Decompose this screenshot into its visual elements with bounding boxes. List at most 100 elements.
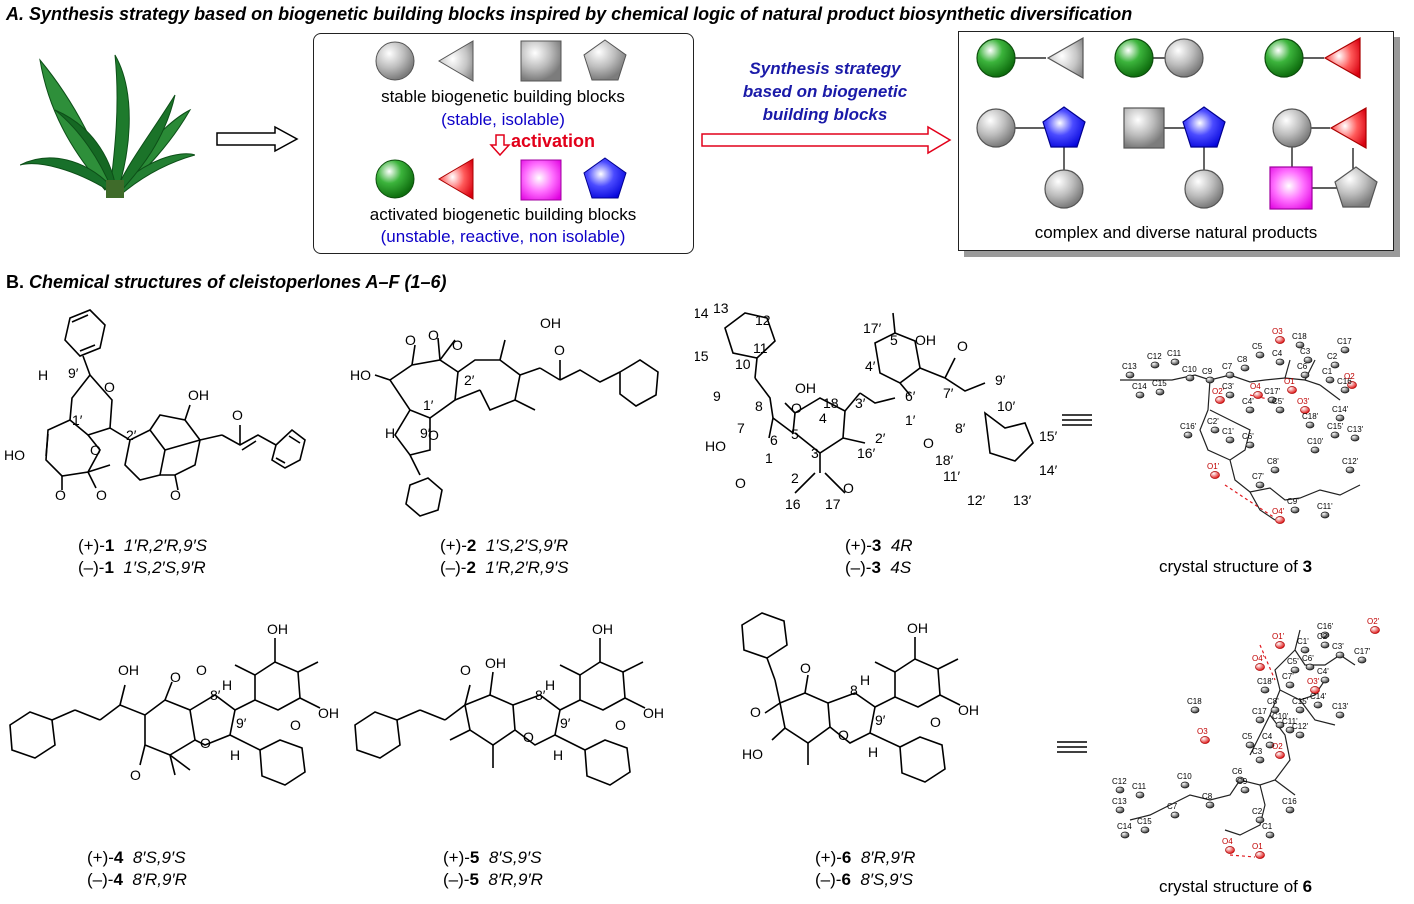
atom-ellipsoid xyxy=(1370,626,1380,634)
natural-products-box xyxy=(958,31,1394,251)
atom-label: C8' xyxy=(1267,697,1279,706)
atom-label: C16' xyxy=(1180,422,1197,431)
atom-ellipsoid xyxy=(1205,376,1215,384)
gray-sphere-icon xyxy=(375,41,415,81)
svg-text:O: O xyxy=(170,669,181,685)
svg-text:3: 3 xyxy=(811,445,819,461)
svg-text:O: O xyxy=(843,480,854,496)
atom-label: C15 xyxy=(1152,379,1167,388)
atom-ellipsoid xyxy=(1210,426,1220,434)
atom-label: C6' xyxy=(1242,432,1254,441)
svg-text:16′: 16′ xyxy=(857,445,876,461)
compound-3-structure: 13 14 12 15 11 10 9 8 7 HO 6 O 5 4 18 3 … xyxy=(695,300,1058,512)
gray-triangle-icon xyxy=(438,40,474,82)
atom-label: C3 xyxy=(1252,747,1263,756)
atom-label: C14 xyxy=(1132,382,1147,391)
atom-ellipsoid xyxy=(1215,396,1225,404)
atom-label: O1' xyxy=(1272,632,1285,641)
svg-text:1′: 1′ xyxy=(905,412,916,428)
svg-text:H: H xyxy=(385,425,395,441)
compound-4-structure: OH O O O 8′ 9′ H H OH OH O O xyxy=(9,621,339,786)
atom-label: C11 xyxy=(1132,782,1147,791)
svg-text:15: 15 xyxy=(695,348,709,364)
activation-arrow-icon xyxy=(489,134,511,157)
svg-text:12: 12 xyxy=(755,312,771,328)
svg-text:14′: 14′ xyxy=(1039,462,1058,478)
svg-text:7: 7 xyxy=(737,420,745,436)
atom-ellipsoid xyxy=(1285,806,1295,814)
svg-text:O: O xyxy=(290,717,301,733)
atom-ellipsoid xyxy=(1253,391,1263,399)
atom-label: C11' xyxy=(1317,502,1333,511)
atom-ellipsoid xyxy=(1235,776,1245,784)
atom-ellipsoid xyxy=(1255,851,1265,859)
atom-ellipsoid xyxy=(1245,406,1255,414)
svg-text:8′: 8′ xyxy=(210,687,221,703)
atom-label: C7 xyxy=(1222,362,1233,371)
svg-text:3′: 3′ xyxy=(855,395,866,411)
atom-ellipsoid xyxy=(1305,421,1315,429)
atom-label: C1 xyxy=(1322,367,1333,376)
svg-text:O: O xyxy=(615,717,626,733)
atom-ellipsoid xyxy=(1295,341,1305,349)
svg-text:10: 10 xyxy=(735,356,751,372)
svg-text:2: 2 xyxy=(791,470,799,486)
svg-text:OH: OH xyxy=(907,620,928,636)
svg-text:O: O xyxy=(957,338,968,354)
atom-label: O2 xyxy=(1344,372,1355,381)
atom-label: C11' xyxy=(1282,717,1298,726)
svg-text:OH: OH xyxy=(915,332,936,348)
atom-ellipsoid xyxy=(1120,831,1130,839)
svg-text:2′: 2′ xyxy=(875,430,886,446)
atom-label: C18 xyxy=(1292,332,1307,341)
atom-label: C18 xyxy=(1187,697,1202,706)
atom-label: C13' xyxy=(1347,425,1364,434)
svg-text:OH: OH xyxy=(592,621,613,637)
svg-text:O: O xyxy=(104,379,115,395)
atom-ellipsoid xyxy=(1205,801,1215,809)
equivalence-icon xyxy=(1062,414,1092,426)
svg-text:O: O xyxy=(170,487,181,503)
svg-text:O: O xyxy=(55,487,66,503)
atom-label: C10 xyxy=(1182,365,1197,374)
svg-text:H: H xyxy=(545,677,555,693)
svg-text:O: O xyxy=(196,662,207,678)
svg-text:11′: 11′ xyxy=(943,468,961,484)
svg-text:OH: OH xyxy=(485,655,506,671)
svg-text:H: H xyxy=(860,672,870,688)
svg-text:O: O xyxy=(930,714,941,730)
atom-ellipsoid xyxy=(1135,791,1145,799)
svg-text:2′: 2′ xyxy=(464,372,475,388)
atom-ellipsoid xyxy=(1320,631,1330,639)
activation-label: activation xyxy=(511,131,596,151)
atom-label: C18' xyxy=(1257,677,1274,686)
activated-sub: (unstable, reactive, non isolable) xyxy=(380,227,626,246)
svg-text:OH: OH xyxy=(795,380,816,396)
atom-ellipsoid xyxy=(1313,701,1323,709)
strategy-text: Synthesis strategy based on biogenetic b… xyxy=(742,59,908,124)
svg-text:O: O xyxy=(460,662,471,678)
atom-ellipsoid xyxy=(1270,466,1280,474)
svg-text:O: O xyxy=(428,427,439,443)
atom-ellipsoid xyxy=(1303,356,1313,364)
atom-label: O4' xyxy=(1272,507,1285,516)
svg-text:OH: OH xyxy=(188,387,209,403)
atom-ellipsoid xyxy=(1255,716,1265,724)
svg-text:OH: OH xyxy=(540,315,561,331)
svg-text:5: 5 xyxy=(791,426,799,442)
svg-text:OH: OH xyxy=(118,662,139,678)
atom-label: C9 xyxy=(1202,367,1213,376)
svg-text:16: 16 xyxy=(785,496,801,512)
building-blocks-shapes xyxy=(375,39,627,201)
atom-label: C9 xyxy=(1237,777,1248,786)
atom-ellipsoid xyxy=(1335,651,1345,659)
svg-text:OH: OH xyxy=(958,702,979,718)
svg-text:OH: OH xyxy=(267,621,288,637)
atom-ellipsoid xyxy=(1245,741,1255,749)
atom-ellipsoid xyxy=(1340,346,1350,354)
atom-ellipsoid xyxy=(1287,386,1297,394)
atom-ellipsoid xyxy=(1225,436,1235,444)
compound-1-label: (+)-1 1′R,2′R,9′S (–)-1 1′S,2′S,9′R xyxy=(78,536,208,577)
svg-text:O: O xyxy=(800,660,811,676)
